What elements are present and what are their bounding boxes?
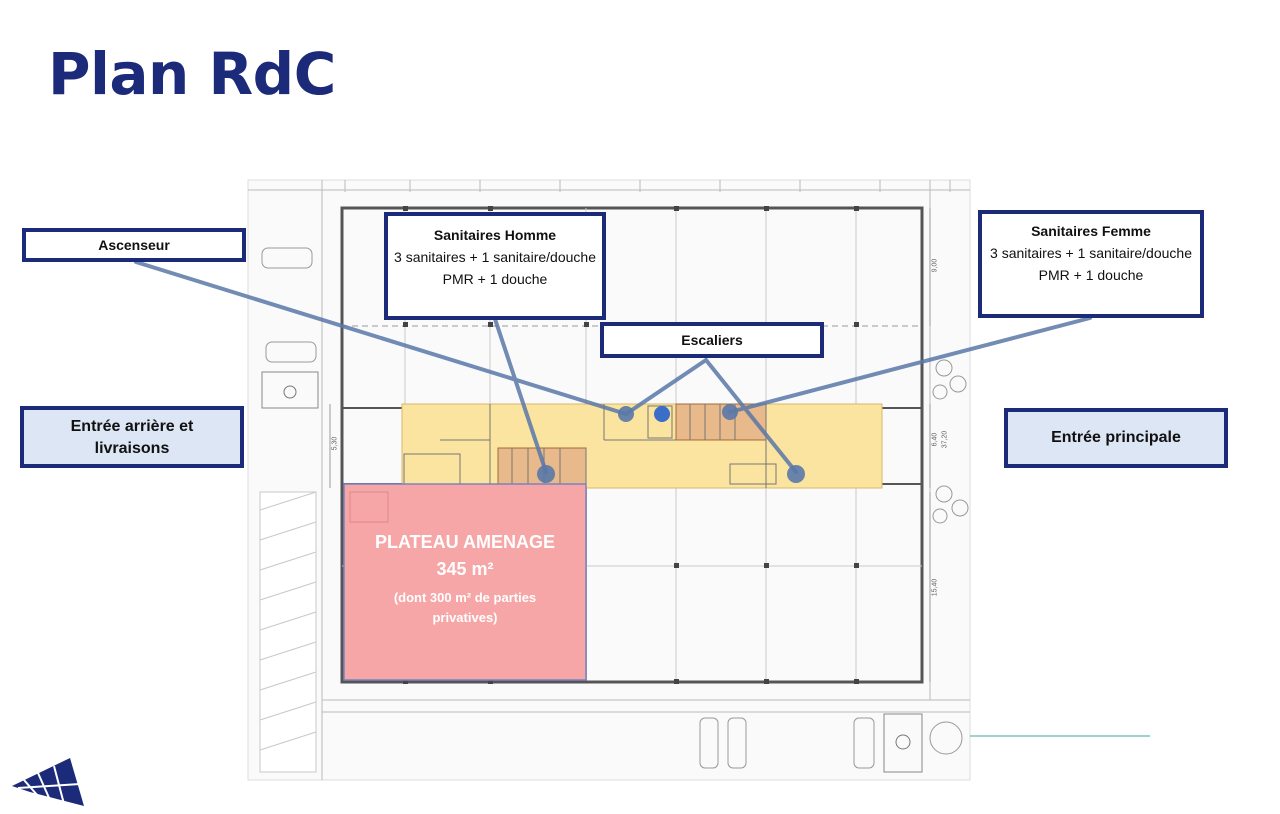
car-icon — [265, 341, 317, 363]
car-icon — [699, 717, 719, 769]
dimension-lines — [329, 208, 931, 682]
tree-icon — [929, 359, 969, 755]
sanitaires-femme-zone — [675, 403, 767, 441]
callout-escaliers-label: Escaliers — [681, 332, 743, 348]
car-icon — [261, 247, 313, 269]
car-icon — [853, 717, 875, 769]
callout-entree-arriere-label: Entrée arrière et livraisons — [70, 418, 194, 457]
callout-entree-arriere: Entrée arrière et livraisons — [20, 406, 244, 468]
plateau-note: (dont 300 m² de parties privatives) — [393, 590, 537, 625]
callout-entree-principale: Entrée principale — [1004, 408, 1228, 468]
circulation-zone — [401, 403, 883, 489]
pmr-parking — [883, 713, 923, 773]
plateau-label: PLATEAU AMENAGE — [375, 532, 555, 552]
elevator-marker — [654, 406, 670, 422]
pointer-lines — [134, 260, 1092, 474]
dimension-label: 9,00 — [931, 258, 939, 273]
dimension-label: 37,20 — [941, 430, 949, 449]
callout-ascenseur: Ascenseur — [22, 228, 246, 262]
callout-entree-principale-label: Entrée principale — [1051, 429, 1181, 446]
callout-sanitaires-homme: Sanitaires Homme 3 sanitaires + 1 sanita… — [384, 212, 606, 320]
callout-sanitaires-femme-text: 3 sanitaires + 1 sanitaire/douche PMR + … — [990, 245, 1192, 283]
hatched-zone — [259, 491, 317, 773]
page-title: Plan RdC — [48, 40, 336, 108]
dimension-label: 6,40 — [931, 432, 939, 447]
plateau-zone — [343, 483, 587, 681]
pmr-parking — [261, 371, 319, 409]
plateau-label-group: PLATEAU AMENAGE 345 m² (dont 300 m² de p… — [344, 484, 586, 680]
plateau-area: 345 m² — [436, 559, 494, 579]
callout-sanitaires-homme-title: Sanitaires Homme — [433, 227, 557, 243]
callout-ascenseur-label: Ascenseur — [98, 237, 170, 253]
pointer-dots — [537, 404, 805, 483]
dimension-label: 5,30 — [331, 436, 339, 451]
callout-sanitaires-femme: Sanitaires Femme 3 sanitaires + 1 sanita… — [978, 210, 1204, 318]
callout-sanitaires-homme-text: 3 sanitaires + 1 sanitaire/douche PMR + … — [394, 249, 596, 287]
interior-walls — [403, 404, 777, 488]
company-logo — [12, 758, 84, 806]
dimension-label: 15,40 — [931, 578, 939, 597]
car-icon — [727, 717, 747, 769]
callout-escaliers: Escaliers — [600, 322, 824, 358]
callout-sanitaires-femme-title: Sanitaires Femme — [1031, 223, 1151, 239]
